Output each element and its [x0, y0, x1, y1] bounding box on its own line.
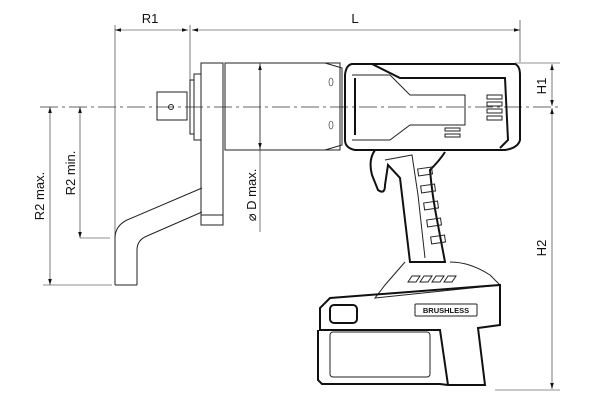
handle [369, 149, 502, 299]
gearbox [156, 62, 343, 226]
battery: BRUSHLESS [317, 283, 501, 386]
r2-min-label: R2 min. [63, 151, 78, 196]
brushless-badge [414, 303, 478, 317]
r1-label: R1 [142, 11, 159, 26]
h2-label: H2 [534, 240, 549, 257]
tool-body [344, 63, 521, 151]
r2-max-label: R2 max. [32, 172, 47, 220]
dimension-d-max: ⌀ D max. [225, 63, 265, 232]
h1-label: H1 [534, 78, 549, 95]
vent-slots [444, 94, 503, 138]
dimension-h1: H1 [515, 62, 560, 106]
dimension-l: L [192, 11, 521, 62]
dimension-r2-min: R2 min. [63, 107, 110, 239]
gear-housing [224, 62, 341, 151]
battery-release-button [329, 304, 358, 324]
dimension-r2-max: R2 max. [32, 107, 112, 286]
reaction-arm [114, 187, 203, 286]
dimension-h2: H2 [495, 108, 560, 391]
square-drive [156, 91, 188, 121]
l-label: L [351, 11, 358, 26]
d-max-label: ⌀ D max. [244, 169, 259, 222]
brushless-label: BRUSHLESS [423, 306, 469, 315]
dimension-r1: R1 [114, 11, 191, 285]
